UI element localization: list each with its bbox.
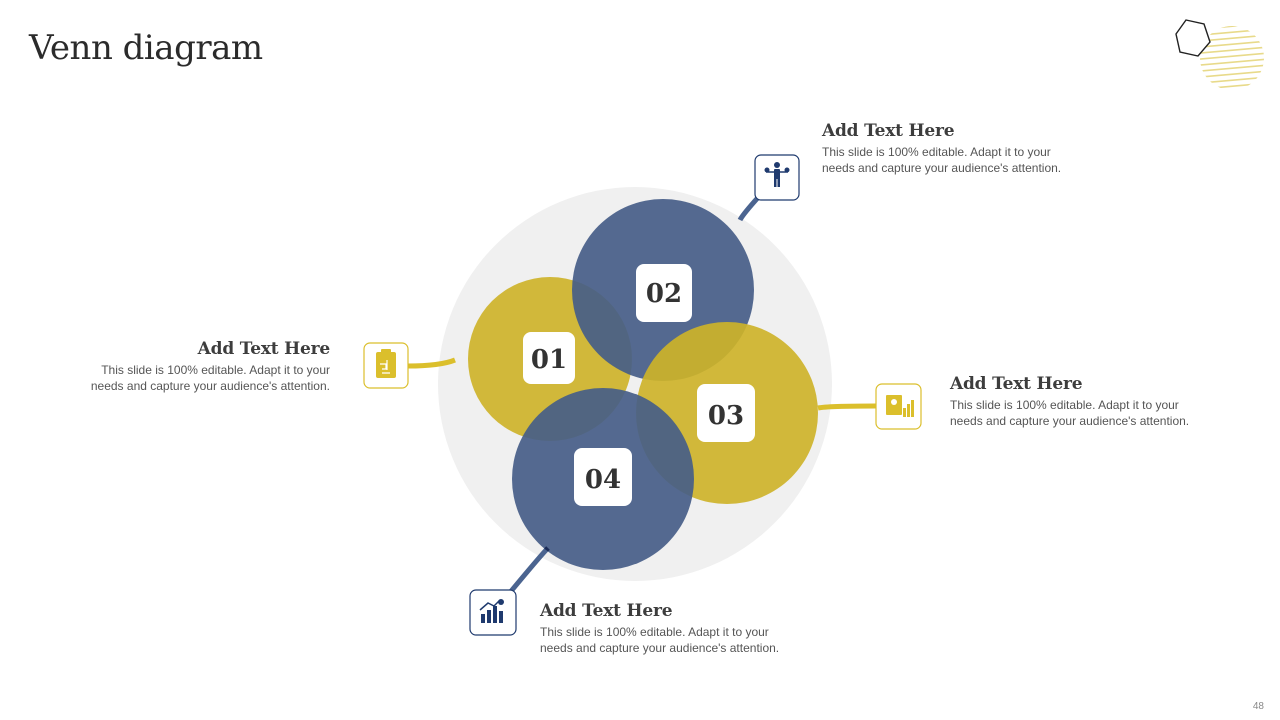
icon-box-04 xyxy=(469,589,517,636)
body-04-line2: needs and capture your audience's attent… xyxy=(540,641,780,655)
text-block-02: Add Text Here This slide is 100% editabl… xyxy=(822,121,1112,176)
text-block-03: Add Text Here This slide is 100% editabl… xyxy=(950,374,1240,429)
body-03-line2: needs and capture your audience's attent… xyxy=(950,414,1190,428)
text-block-04: Add Text Here This slide is 100% editabl… xyxy=(540,601,830,656)
icon-box-03 xyxy=(875,383,922,430)
text-block-01: Add Text Here This slide is 100% editabl… xyxy=(40,339,330,394)
number-03: 03 xyxy=(708,401,744,431)
report-chart-icon xyxy=(886,395,914,417)
number-box-03 xyxy=(697,384,755,442)
icon-box-02 xyxy=(754,154,800,201)
heading-02: Add Text Here xyxy=(822,121,955,141)
body-02-line2: needs and capture your audience's attent… xyxy=(822,161,1062,175)
number-04: 04 xyxy=(585,465,621,495)
icon-box-01 xyxy=(363,342,409,389)
body-01-line2: needs and capture your audience's attent… xyxy=(90,379,330,393)
number-box-04 xyxy=(574,448,632,506)
number-box-01 xyxy=(523,332,575,384)
connector-03 xyxy=(817,403,877,411)
number-01: 01 xyxy=(531,345,567,375)
number-box-02 xyxy=(636,264,692,322)
body-04-line1: This slide is 100% editable. Adapt it to… xyxy=(540,625,769,639)
body-03-line1: This slide is 100% editable. Adapt it to… xyxy=(950,398,1179,412)
body-01-line1: This slide is 100% editable. Adapt it to… xyxy=(101,363,330,377)
heading-01: Add Text Here xyxy=(197,339,331,359)
page-number: 48 xyxy=(1252,701,1264,712)
number-02: 02 xyxy=(646,279,682,309)
growth-chart-icon xyxy=(479,599,504,623)
page-title: Venn diagram xyxy=(29,28,263,68)
hexagon-decoration xyxy=(1175,19,1264,90)
person-balance-icon xyxy=(764,162,790,187)
body-02-line1: This slide is 100% editable. Adapt it to… xyxy=(822,145,1051,159)
connector-01 xyxy=(407,357,456,369)
clipboard-icon xyxy=(376,349,396,378)
heading-04: Add Text Here xyxy=(540,601,673,621)
heading-03: Add Text Here xyxy=(950,374,1083,394)
